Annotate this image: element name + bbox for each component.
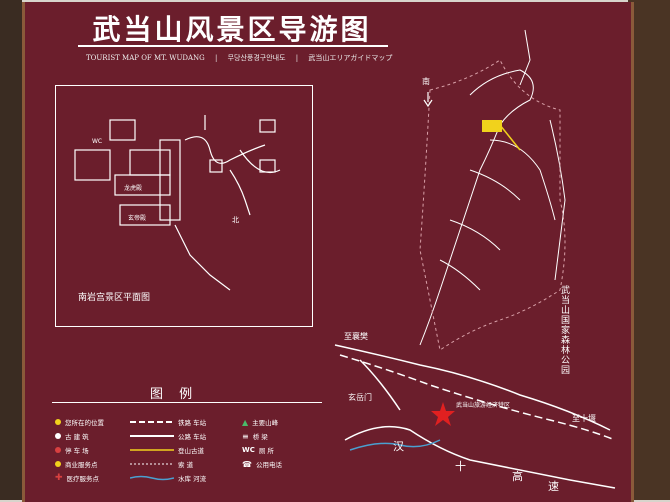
north-marker: 南 <box>422 77 430 86</box>
legend-item: 停 车 场 <box>55 445 89 455</box>
highway-icon <box>130 435 174 437</box>
inset-label: WC <box>92 138 103 145</box>
inset-building <box>74 149 111 181</box>
forest-park-label: 武当山国家森林公园 <box>559 285 569 375</box>
location-dot-icon <box>55 419 61 425</box>
phone-icon: ☎ <box>242 459 252 469</box>
legend-item: ☎ 公用电话 <box>242 459 282 470</box>
inset-path <box>184 136 266 164</box>
place-label: 武当山旅游经济特区 <box>456 402 511 409</box>
legend-item: ✚ 医疗服务点 <box>55 473 100 483</box>
place-label: 玄岳门 <box>348 393 372 402</box>
inset-building <box>159 139 181 221</box>
legend-item: 您所在的位置 <box>55 417 104 427</box>
toilet-icon: WC <box>242 446 255 454</box>
road <box>334 344 611 431</box>
parking-dot-icon <box>55 447 61 453</box>
main-trails <box>419 29 566 346</box>
trail <box>489 139 556 221</box>
north-arrow <box>423 92 433 108</box>
inset-path <box>239 149 281 174</box>
place-label: 汉 <box>393 440 404 453</box>
right-post <box>628 0 670 500</box>
place-label: 速 <box>548 480 559 493</box>
inset-building <box>209 159 223 173</box>
inset-building <box>259 159 276 173</box>
legend-item: 铁路 车站 <box>130 417 206 427</box>
legend-divider <box>52 402 322 403</box>
inset-path <box>229 169 251 216</box>
subtitle-japanese: 武当山エリアガイドマップ <box>308 54 393 62</box>
ancient-trail-icon <box>130 449 174 451</box>
legend-item: ▲ 主要山峰 <box>242 417 279 428</box>
ridge-line <box>549 119 566 281</box>
legend-item: 公路 车站 <box>130 431 206 441</box>
inset-building <box>109 119 136 141</box>
you-are-here-pointer <box>499 124 521 151</box>
legend-item: 古 建 筑 <box>55 431 89 441</box>
place-label: 高 <box>512 470 523 483</box>
heritage-dot-icon <box>55 433 61 439</box>
legend-item: 索 道 <box>130 459 193 469</box>
lowland-roads <box>334 344 616 489</box>
legend-item: 水库 河流 <box>130 473 206 483</box>
highway <box>344 425 616 489</box>
trail <box>419 69 534 346</box>
you-are-here-star <box>431 402 455 426</box>
trail <box>519 29 531 86</box>
inset-buildings <box>74 115 281 291</box>
bridge-icon: ≡ <box>242 431 249 441</box>
inset-building <box>114 174 171 196</box>
place-label: 至襄樊 <box>344 332 368 341</box>
title-underline <box>78 45 388 47</box>
inset-caption: 南岩宫景区平面图 <box>78 293 151 303</box>
inset-path <box>174 224 231 291</box>
trail <box>439 259 481 291</box>
river-icon <box>130 475 174 481</box>
you-are-here-marker <box>482 120 502 132</box>
place-label: 十 <box>455 460 466 473</box>
subtitle-korean: 무당산풍경구안내도 <box>227 54 286 62</box>
railway <box>339 354 616 441</box>
inset-building <box>129 149 171 176</box>
page-title: 武当山风景区导游图 <box>92 13 372 46</box>
inset-label: 北 <box>232 216 239 224</box>
subtitle-row: TOURIST MAP OF MT. WUDANG | 무당산풍경구안내도 | … <box>86 54 393 62</box>
legend-item: ≡ 桥 梁 <box>242 431 268 442</box>
inset-building <box>259 119 276 133</box>
trail <box>469 169 521 201</box>
medical-cross-icon: ✚ <box>55 473 63 483</box>
railway-icon <box>130 421 174 423</box>
trail <box>449 219 501 251</box>
legend-item: 登山古道 <box>130 445 204 455</box>
peak-triangle-icon: ▲ <box>242 417 249 427</box>
place-label: 至十堰 <box>572 414 596 423</box>
subtitle-english: TOURIST MAP OF MT. WUDANG <box>86 54 205 62</box>
scenic-boundary <box>419 59 566 351</box>
nanyan-palace-inset <box>55 85 313 327</box>
shop-dot-icon <box>55 461 61 467</box>
legend-item: 商业服务点 <box>55 459 98 469</box>
inset-building <box>119 204 171 226</box>
inset-label: 龙虎殿 <box>124 185 143 192</box>
legend-item: WC 厕 所 <box>242 446 274 455</box>
road <box>359 359 401 411</box>
inset-label: 玄帝殿 <box>128 215 147 222</box>
river <box>349 439 441 451</box>
cableway-icon <box>130 463 174 465</box>
legend-title: 图 例 <box>150 387 199 402</box>
left-post <box>0 0 22 500</box>
